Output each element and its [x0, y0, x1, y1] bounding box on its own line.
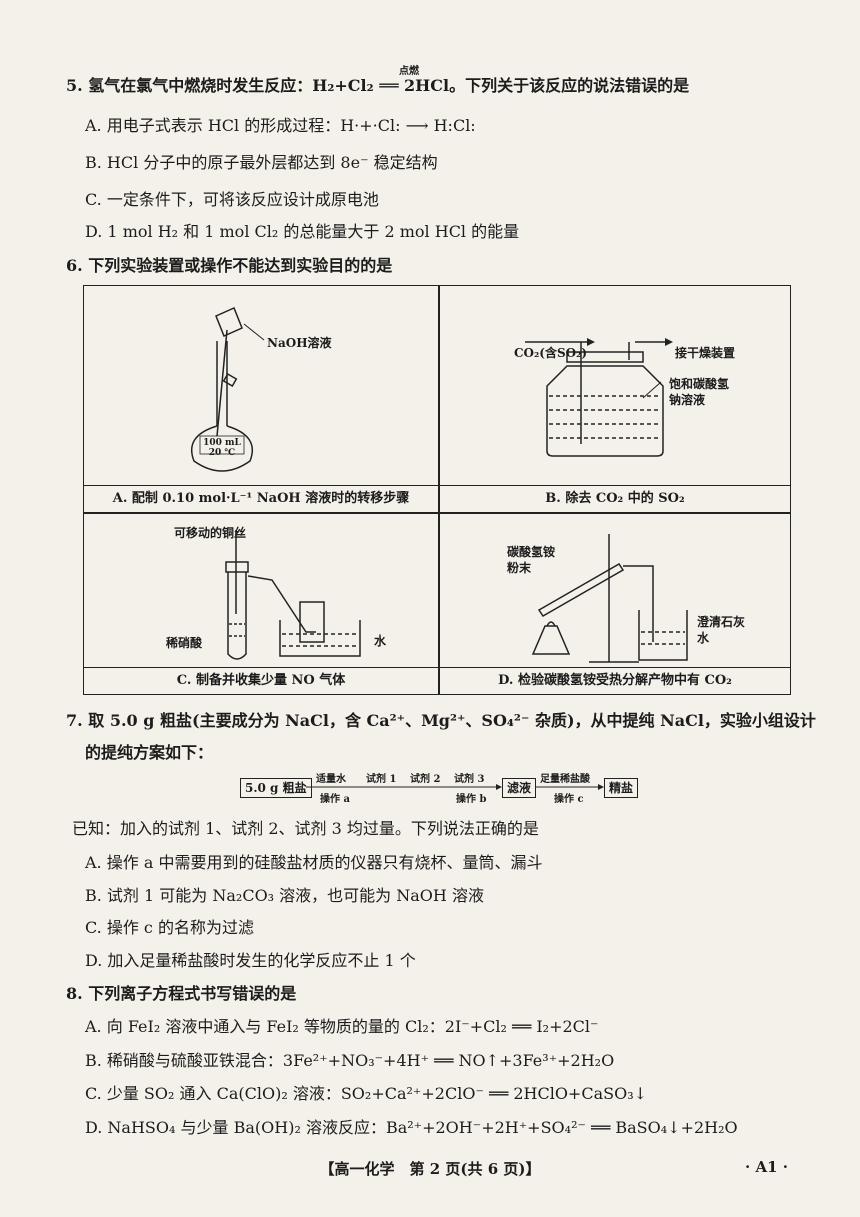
no-gas-collection-diagram — [225, 530, 361, 660]
q7-option-a: A. 操作 a 中需要用到的硅酸盐材质的仪器只有烧杯、量筒、漏斗 — [85, 853, 543, 872]
q5-option-d: D. 1 mol H₂ 和 1 mol Cl₂ 的总能量大于 2 mol HCl… — [85, 222, 520, 241]
q7-known: 已知：加入的试剂 1、试剂 2、试剂 3 均过量。下列说法正确的是 — [72, 819, 539, 838]
flow-op-a: 操作 a — [320, 794, 350, 805]
q6-stem: 6. 下列实验装置或操作不能达到实验目的的是 — [66, 256, 393, 275]
q5-condition: 点燃 — [399, 66, 419, 77]
flow-s1: 适量水 — [316, 774, 346, 785]
label-limewater: 澄清石灰水 — [697, 615, 746, 645]
label-gas-inlet: CO₂(含SO₂) — [514, 346, 587, 360]
q7-option-d: D. 加入足量稀盐酸时发生的化学反应不止 1 个 — [85, 951, 416, 970]
q7-option-c: C. 操作 c 的名称为过滤 — [85, 918, 254, 937]
flow-reagent-1: 试剂 1 — [366, 774, 397, 785]
page-footer: 【高一化学 第 2 页(共 6 页)】 — [319, 1160, 541, 1178]
flow-end-box: 精盐 — [604, 778, 639, 798]
flowchart-arrows — [306, 784, 604, 790]
flow-reagent-2: 试剂 2 — [410, 774, 441, 785]
paper-code: · A1 · — [745, 1158, 788, 1176]
label-copper-wire: 可移动的铜丝 — [174, 526, 247, 540]
thermal-decomposition-diagram — [531, 534, 688, 663]
q7-stem-1: 7. 取 5.0 g 粗盐(主要成分为 NaCl，含 Ca²⁺、Mg²⁺、SO₄… — [66, 711, 816, 730]
flow-op-c: 操作 c — [554, 794, 584, 805]
q7-stem-2: 的提纯方案如下： — [85, 743, 214, 762]
flow-reagent-3: 试剂 3 — [454, 774, 485, 785]
q6-caption-c: C. 制备并收集少量 NO 气体 — [84, 667, 438, 694]
label-water: 水 — [374, 634, 387, 648]
q7-option-b: B. 试剂 1 可能为 Na₂CO₃ 溶液，也可能为 NaOH 溶液 — [85, 886, 484, 905]
q8-option-d: D. NaHSO₄ 与少量 Ba(OH)₂ 溶液反应：Ba²⁺+2OH⁻+2H⁺… — [85, 1118, 738, 1137]
q8-option-b: B. 稀硝酸与硫酸亚铁混合：3Fe²⁺+NO₃⁻+4H⁺ ══ NO↑+3Fe³… — [85, 1051, 615, 1070]
q6-cell-a: NaOH溶液 100 mL 20 ℃ A. 配制 0.10 mol·L⁻¹ Na… — [84, 286, 438, 512]
q5-option-b: B. HCl 分子中的原子最外层都达到 8e⁻ 稳定结构 — [85, 153, 438, 172]
q6-caption-a: A. 配制 0.10 mol·L⁻¹ NaOH 溶液时的转移步骤 — [84, 485, 438, 512]
q6-cell-d: 碳酸氢铵粉末 澄清石灰水 D. 检验碳酸氢铵受热分解产物中有 CO₂ — [439, 514, 791, 694]
flow-filtrate-box: 滤液 — [502, 778, 537, 798]
q6-cell-c: 可移动的铜丝 稀硝酸 水 C. 制备并收集少量 NO 气体 — [84, 514, 438, 694]
q6-apparatus-grid: NaOH溶液 100 mL 20 ℃ A. 配制 0.10 mol·L⁻¹ Na… — [83, 285, 791, 695]
q5-stem: 5. 氢气在氯气中燃烧时发生反应：H₂+Cl₂ ══ 2HCl。下列关于该反应的… — [66, 76, 690, 95]
label-dilute-nitric-acid: 稀硝酸 — [166, 636, 203, 650]
grid-divider-vertical — [438, 286, 440, 694]
q6-caption-d: D. 检验碳酸氢铵受热分解产物中有 CO₂ — [439, 667, 791, 694]
flow-acid: 足量稀盐酸 — [540, 774, 590, 785]
q5-option-c: C. 一定条件下，可将该反应设计成原电池 — [85, 190, 379, 209]
flow-op-b: 操作 b — [456, 794, 487, 805]
q8-option-a: A. 向 FeI₂ 溶液中通入与 FeI₂ 等物质的量的 Cl₂：2I⁻+Cl₂… — [85, 1017, 599, 1036]
q6-cell-b: CO₂(含SO₂) 接干燥装置 饱和碳酸氢钠溶液 B. 除去 CO₂ 中的 SO… — [439, 286, 791, 512]
q8-option-c: C. 少量 SO₂ 通入 Ca(ClO)₂ 溶液：SO₂+Ca²⁺+2ClO⁻ … — [85, 1084, 648, 1103]
q5-option-a: A. 用电子式表示 HCl 的形成过程：H·+·Cl: ⟶ H:Cl: — [85, 116, 476, 135]
grid-divider-horizontal — [84, 512, 790, 514]
label-to-dryer: 接干燥装置 — [675, 346, 736, 360]
purification-flowchart: 5.0 g 粗盐 适量水 操作 a 试剂 1 试剂 2 试剂 3 操作 b 滤液… — [240, 772, 640, 805]
q8-stem: 8. 下列离子方程式书写错误的是 — [66, 984, 297, 1003]
volumetric-flask-diagram — [190, 306, 265, 472]
label-nahco3-solution: 饱和碳酸氢钠溶液 — [669, 377, 730, 407]
q6-caption-b: B. 除去 CO₂ 中的 SO₂ — [439, 485, 791, 512]
flow-start-box: 5.0 g 粗盐 — [240, 778, 312, 798]
label-flask-volume: 100 mL 20 ℃ — [203, 438, 241, 458]
gas-washing-bottle-diagram — [525, 338, 673, 457]
label-naoh-solution: NaOH溶液 — [267, 336, 332, 350]
label-nh4hco3-powder: 碳酸氢铵粉末 — [507, 545, 556, 575]
